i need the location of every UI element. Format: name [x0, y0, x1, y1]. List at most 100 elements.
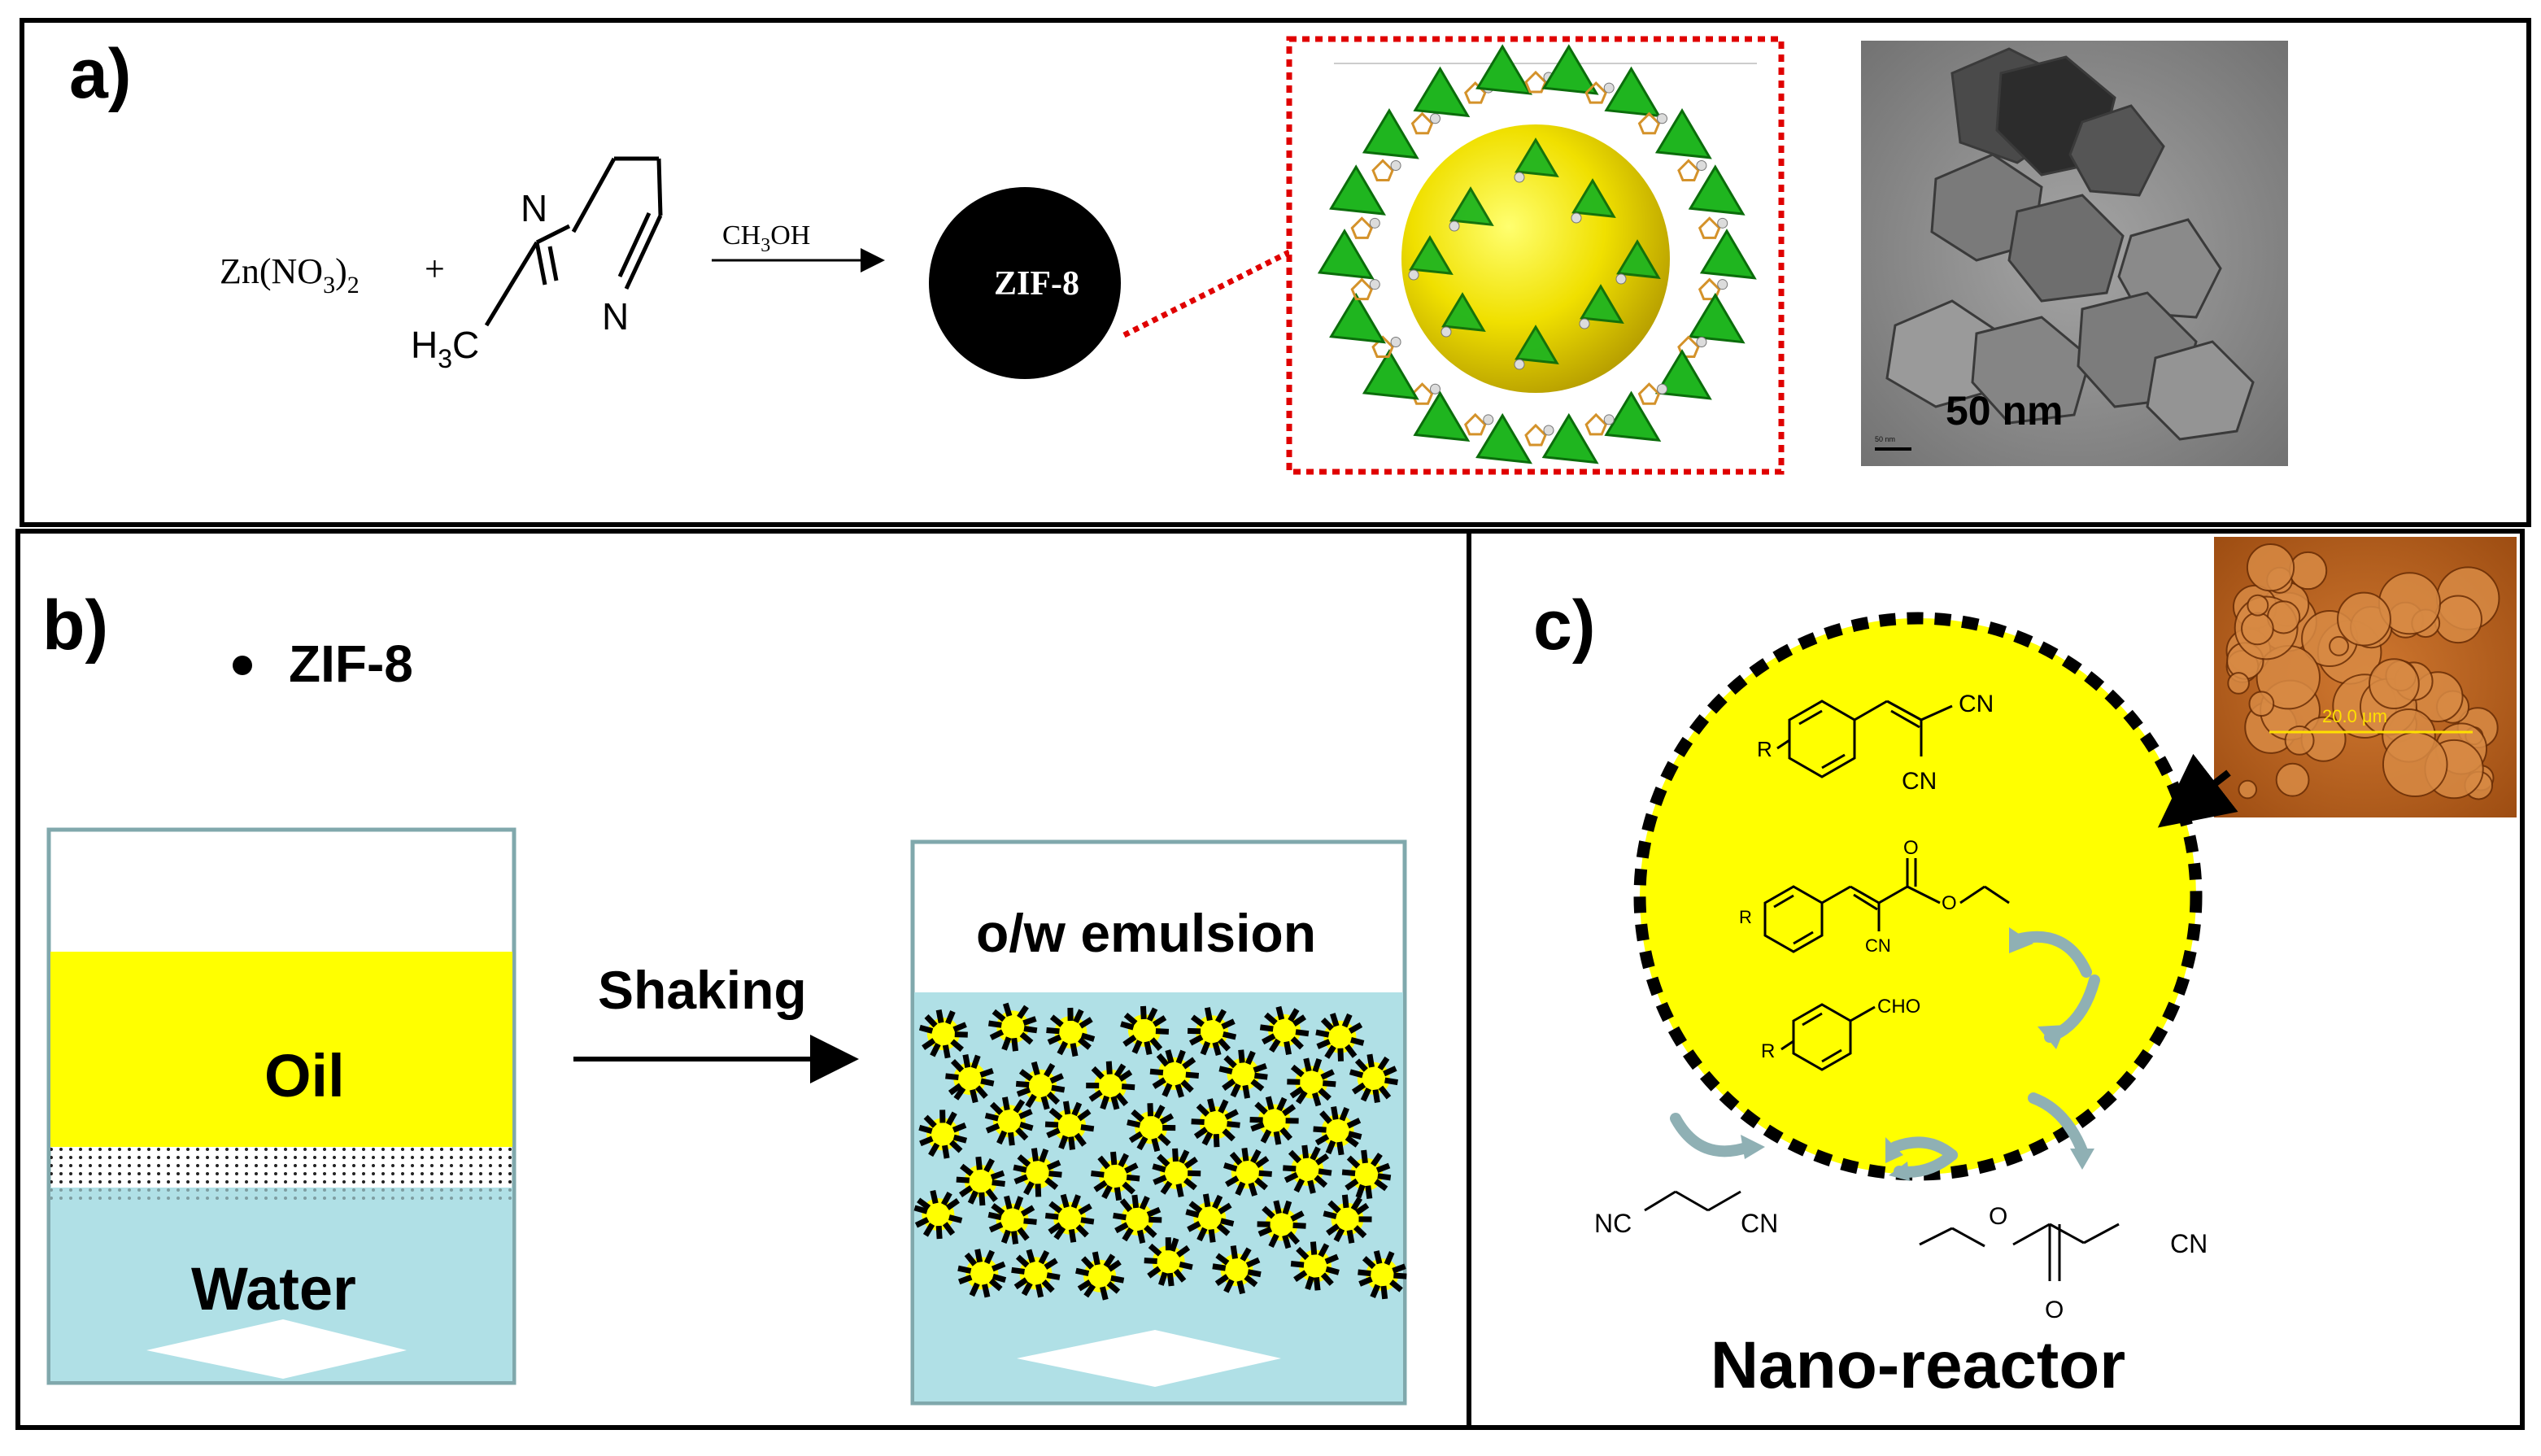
tem-scale-label: 50 nm	[1946, 388, 2064, 434]
zn-tetrahedron	[1515, 137, 1559, 178]
emulsion-droplet	[1287, 1057, 1336, 1107]
zn-tetrahedron	[1475, 412, 1532, 464]
zn-tetrahedron	[1329, 292, 1386, 344]
mol-mid-o-carbonyl: O	[1903, 837, 1919, 859]
emulsion-droplet	[1144, 1237, 1193, 1287]
reaction-cycle-arrowheads	[1741, 927, 2094, 1181]
zn-tetrahedron	[1688, 292, 1746, 344]
emulsion-droplet	[1113, 1194, 1162, 1244]
emulsion-droplet	[1044, 1193, 1095, 1243]
zn-tetrahedron	[1541, 44, 1599, 95]
emulsion-droplet	[1127, 1103, 1176, 1153]
micro-droplet	[2227, 672, 2250, 695]
atom-ball	[1514, 172, 1525, 183]
atom-n-bottom: N	[602, 295, 629, 338]
emulsion-droplet	[1120, 1005, 1170, 1056]
zn-tetrahedron	[1541, 412, 1599, 464]
oil-layer	[50, 952, 512, 1147]
micro-droplet	[2337, 591, 2391, 647]
emulsion-droplet	[918, 1009, 968, 1059]
panel-b-label: b)	[42, 586, 108, 665]
water-label: Water	[191, 1255, 356, 1323]
emulsion-droplet	[1187, 1007, 1237, 1057]
stir-bar-left	[146, 1319, 407, 1379]
atom-ball	[1603, 414, 1615, 425]
imidazolate-linker	[1350, 277, 1374, 301]
ester-o-single: O	[1989, 1203, 2007, 1230]
imidazolate-linker	[1584, 81, 1607, 104]
nano-reactor-droplet	[1633, 612, 2203, 1181]
solvent-label: CH3OH	[722, 220, 810, 256]
nano-reactor-title: Nano-reactor	[1711, 1328, 2125, 1402]
micro-droplet	[2275, 762, 2310, 797]
emulsion-droplet	[1086, 1061, 1135, 1110]
legend-zif8-dot	[233, 656, 252, 675]
imidazolate-linker	[1637, 111, 1661, 135]
atom-ball	[1408, 269, 1419, 281]
imidazolate-linker	[1584, 412, 1607, 436]
imidazolate-linker	[1637, 382, 1661, 405]
emulsion-droplet	[1013, 1148, 1062, 1197]
emulsion-droplet	[1075, 1251, 1125, 1301]
emulsion-droplet	[1358, 1250, 1407, 1300]
emulsion-droplet	[1044, 1101, 1095, 1150]
zn-tetrahedron	[1362, 108, 1419, 159]
emulsion-droplet	[1091, 1151, 1140, 1201]
imidazolate-linker	[1371, 159, 1394, 181]
micro-droplet	[2238, 779, 2258, 800]
imidazolate-linker	[1410, 382, 1434, 405]
atom-ball	[1483, 414, 1494, 425]
zn-tetrahedron	[1515, 325, 1559, 365]
shaking-label: Shaking	[598, 960, 807, 1020]
emulsion-droplet	[1290, 1241, 1340, 1291]
mol-low-r: R	[1761, 1040, 1775, 1062]
atom-ball	[1717, 217, 1728, 229]
micro-droplet	[2434, 595, 2482, 644]
zn-tetrahedron	[1654, 349, 1712, 400]
atom-ball	[1656, 113, 1667, 124]
zn-tetrahedron	[1580, 284, 1624, 325]
micro-droplet	[2329, 635, 2349, 656]
zn-tetrahedron	[1475, 44, 1532, 95]
ethyl-cyanoacetate	[1919, 1223, 2120, 1281]
zn-tetrahedron	[1616, 239, 1661, 280]
imidazolate-linker	[1677, 159, 1700, 181]
emulsion-droplet	[918, 1109, 968, 1159]
mol-mid-cn: CN	[1865, 935, 1891, 956]
zif8-particle-label: ZIF-8	[994, 265, 1079, 303]
atom-ball	[1717, 279, 1728, 290]
emulsion-droplet	[984, 1096, 1034, 1146]
emulsion-droplet	[1315, 1013, 1365, 1061]
benzaldehyde	[1780, 1003, 1876, 1071]
emulsion-droplet	[1313, 1105, 1362, 1156]
emulsion-droplet	[1015, 1061, 1066, 1110]
mol-top-cn2: CN	[1902, 768, 1937, 795]
mol-top-cn1: CN	[1959, 691, 1994, 717]
atom-ball	[1615, 273, 1627, 285]
panel-c-frame	[1467, 529, 2525, 1430]
zn-tetrahedron	[1571, 178, 1616, 219]
atom-ball	[1656, 383, 1667, 395]
zn-tetrahedron	[1413, 390, 1471, 442]
zoom-link-line	[1122, 249, 1291, 338]
emulsion-droplet	[1257, 1200, 1306, 1249]
atom-ball	[1430, 383, 1441, 395]
legend-zif8-label: ZIF-8	[289, 634, 413, 693]
malono-cn: CN	[1741, 1209, 1778, 1238]
zn-tetrahedron	[1449, 186, 1494, 227]
zn-tetrahedron	[1688, 164, 1746, 216]
atom-ball	[1390, 160, 1401, 171]
atom-n-top: N	[521, 187, 547, 229]
emulsion-droplet	[1191, 1098, 1240, 1148]
zif8-interface-fringe	[50, 1188, 512, 1204]
atom-ball	[1449, 220, 1460, 232]
atom-ball	[1579, 318, 1590, 329]
emulsion-droplet	[1259, 1005, 1310, 1055]
emulsion-droplet	[1152, 1148, 1201, 1198]
imidazolate-linker	[1698, 277, 1721, 301]
methyl-group: H3C	[411, 324, 479, 373]
emulsion-droplet	[1349, 1053, 1398, 1103]
atom-ball	[1543, 425, 1554, 436]
atom-ball	[1696, 337, 1707, 347]
